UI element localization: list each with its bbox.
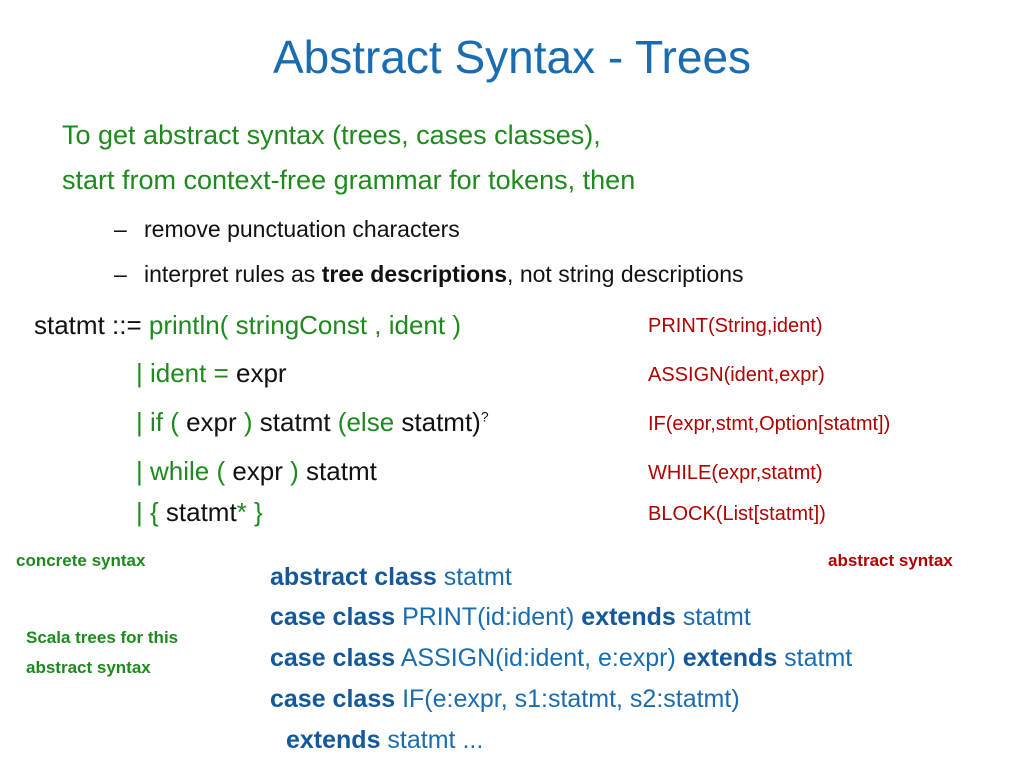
- code-text: PRINT(id:ident): [395, 603, 582, 631]
- label-scala-trees-1: Scala trees for this: [26, 628, 179, 647]
- ast-node-if: IF(expr,stmt,Option[statmt]): [648, 413, 891, 435]
- code-keyword: extends: [286, 726, 381, 754]
- code-keyword: case class: [270, 603, 396, 631]
- code-keyword: abstract class: [270, 563, 437, 591]
- grammar-nonterminal: expr: [232, 456, 283, 486]
- grammar-line-println: statmt ::= println( stringConst , ident …: [34, 310, 461, 341]
- ast-node-assign: ASSIGN(ident,expr): [648, 364, 825, 386]
- grammar-nonterminal: statmt): [394, 407, 481, 437]
- grammar-token: | while (: [136, 456, 233, 486]
- grammar-line-while: | while ( expr ) statmt: [136, 456, 377, 487]
- grammar-token: }: [246, 497, 263, 527]
- grammar-line-if: | if ( expr ) statmt (else statmt)?: [136, 407, 489, 438]
- code-text: statmt: [777, 644, 853, 672]
- code-keyword: case class: [270, 685, 396, 713]
- code-keyword: extends: [682, 644, 778, 672]
- bullet-dash: –: [114, 261, 127, 287]
- grammar-nonterminal: statmt: [165, 497, 237, 527]
- code-text: statmt ...: [380, 726, 484, 754]
- grammar-token: *: [236, 497, 247, 527]
- grammar-rhs: println( stringConst , ident ): [148, 310, 462, 340]
- bullet-text-bold: tree descriptions: [321, 261, 508, 287]
- code-keyword: extends: [581, 603, 676, 631]
- grammar-token: ): [282, 456, 299, 486]
- intro-line-1: To get abstract syntax (trees, cases cla…: [62, 120, 601, 150]
- label-scala-trees-2: abstract syntax: [26, 658, 151, 677]
- code-text: ASSIGN(id:ident, e:expr): [395, 644, 683, 672]
- grammar-token: ): [236, 407, 253, 437]
- bullet-dash: –: [114, 216, 127, 242]
- ast-node-block: BLOCK(List[statmt]): [648, 503, 826, 525]
- ast-node-while: WHILE(expr,statmt): [648, 462, 823, 484]
- ast-node-print: PRINT(String,ident): [648, 315, 823, 337]
- grammar-nonterminal: statmt: [298, 456, 377, 486]
- grammar-token: | ident =: [136, 358, 236, 388]
- code-line-assign: case class ASSIGN(id:ident, e:expr) exte…: [270, 644, 852, 673]
- grammar-optional-mark: ?: [480, 408, 489, 425]
- code-line-print: case class PRINT(id:ident) extends statm…: [270, 603, 751, 632]
- grammar-nonterminal: statmt: [252, 407, 331, 437]
- slide-title: Abstract Syntax - Trees: [272, 31, 752, 83]
- grammar-token: | {: [136, 497, 166, 527]
- code-keyword: case class: [270, 644, 396, 672]
- bullet-text: remove punctuation characters: [144, 216, 460, 242]
- code-text: statmt: [436, 563, 512, 591]
- grammar-token: (else: [330, 407, 395, 437]
- grammar-line-block: | { statmt* }: [136, 497, 263, 528]
- grammar-token: | if (: [136, 407, 187, 437]
- code-text: statmt: [675, 603, 751, 631]
- grammar-nonterminal: expr: [186, 407, 237, 437]
- label-concrete-syntax: concrete syntax: [16, 551, 146, 570]
- grammar-line-assign: | ident = expr: [136, 358, 287, 389]
- bullet-remove-punctuation: –remove punctuation characters: [114, 216, 460, 243]
- grammar-nonterminal: expr: [236, 358, 287, 388]
- bullet-interpret-rules: –interpret rules as tree descriptions, n…: [114, 261, 744, 288]
- code-line-abstract-class: abstract class statmt: [270, 563, 512, 592]
- code-line-extends: extends statmt ...: [286, 726, 483, 755]
- code-text: IF(e:expr, s1:statmt, s2:statmt): [395, 685, 740, 713]
- bullet-text-prefix: interpret rules as: [144, 261, 322, 287]
- code-line-if: case class IF(e:expr, s1:statmt, s2:stat…: [270, 685, 740, 714]
- grammar-lhs: statmt ::=: [34, 310, 149, 340]
- bullet-text-suffix: , not string descriptions: [507, 261, 744, 287]
- intro-line-2: start from context-free grammar for toke…: [62, 165, 636, 195]
- label-abstract-syntax: abstract syntax: [828, 551, 953, 570]
